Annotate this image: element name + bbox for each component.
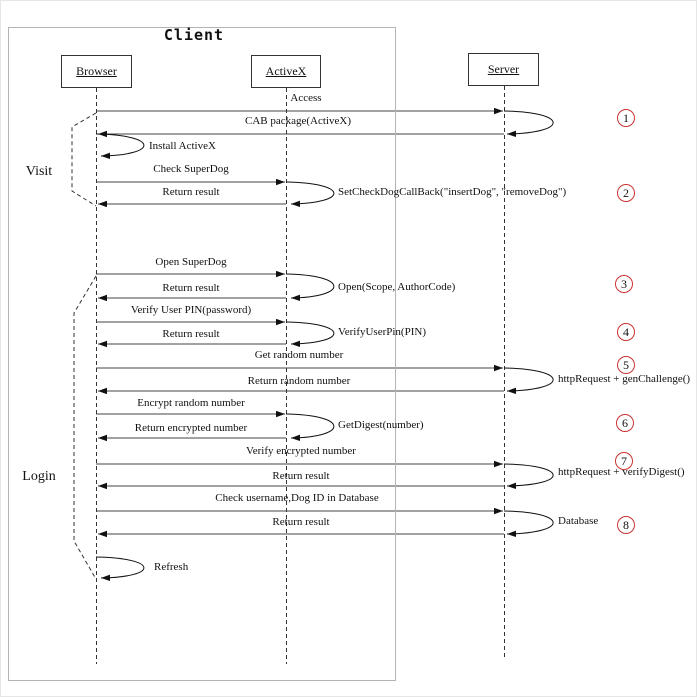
step-circle-5: 5 bbox=[617, 356, 635, 374]
msg-return-result-open: Return result bbox=[162, 282, 220, 294]
loop-database bbox=[503, 510, 554, 538]
msg-return-result-pin: Return result bbox=[162, 328, 220, 340]
msg-return-result-verify: Return result bbox=[272, 470, 330, 482]
msg-verify-encrypted-number: Verify encrypted number bbox=[246, 445, 356, 457]
bracket-login bbox=[73, 275, 97, 580]
self-call-loops bbox=[95, 110, 554, 582]
actor-browser: Browser bbox=[61, 55, 132, 88]
msg-gen-challenge: httpRequest + genChallenge() bbox=[558, 373, 691, 385]
loop-get-digest bbox=[285, 413, 335, 442]
msg-check-username-db: Check username,Dog ID in Database bbox=[215, 492, 379, 504]
loop-gen-challenge bbox=[503, 367, 554, 395]
step-circle-4: 4 bbox=[617, 323, 635, 341]
loop-open-scope bbox=[285, 273, 335, 302]
msg-open-scope: Open(Scope, AuthorCode) bbox=[338, 281, 456, 293]
msg-return-result-visit: Return result bbox=[162, 186, 220, 198]
msg-verify-user-pin-call: VerifyUserPin(PIN) bbox=[338, 326, 426, 338]
msg-get-random-number: Get random number bbox=[254, 349, 344, 361]
client-frame bbox=[8, 27, 396, 681]
msg-return-encrypted-number: Return encrypted number bbox=[134, 422, 248, 434]
phase-label-visit: Visit bbox=[25, 164, 53, 179]
msg-database: Database bbox=[558, 515, 599, 527]
step-circle-1: 1 bbox=[617, 109, 635, 127]
actor-activex: ActiveX bbox=[251, 55, 321, 88]
actor-activex-label: ActiveX bbox=[265, 64, 307, 78]
msg-access: Access bbox=[290, 92, 322, 104]
loop-set-check-dog-callback bbox=[285, 181, 335, 208]
msg-open-superdog: Open SuperDog bbox=[155, 256, 227, 268]
actor-server-label: Server bbox=[487, 62, 520, 76]
client-frame-title: Client bbox=[163, 26, 225, 44]
step-circle-6: 6 bbox=[616, 414, 634, 432]
msg-set-check-dog-callback: SetCheckDogCallBack("insertDog", "remove… bbox=[338, 186, 567, 198]
msg-return-result-db: Return result bbox=[272, 516, 330, 528]
msg-install-activex: Install ActiveX bbox=[149, 140, 216, 152]
step-circle-2: 2 bbox=[617, 184, 635, 202]
actor-browser-label: Browser bbox=[76, 64, 117, 78]
loop-verify-user-pin-call bbox=[285, 321, 335, 348]
step-circle-7: 7 bbox=[615, 452, 633, 470]
msg-check-superdog: Check SuperDog bbox=[153, 163, 229, 175]
message-arrows bbox=[96, 107, 504, 538]
msg-verify-user-pin: Verify User PIN(password) bbox=[130, 304, 252, 316]
step-circle-3: 3 bbox=[615, 275, 633, 293]
msg-refresh: Refresh bbox=[154, 561, 189, 573]
lifelines bbox=[96, 86, 505, 664]
phase-brackets bbox=[71, 112, 97, 580]
phase-label-login: Login bbox=[22, 469, 56, 484]
step-circle-8: 8 bbox=[617, 516, 635, 534]
msg-cab-package: CAB package(ActiveX) bbox=[245, 115, 351, 127]
msg-return-random-number: Return random number bbox=[247, 375, 351, 387]
msg-encrypt-random-number: Encrypt random number bbox=[137, 397, 245, 409]
msg-get-digest: GetDigest(number) bbox=[338, 419, 424, 431]
bracket-visit bbox=[71, 112, 97, 207]
actor-server: Server bbox=[468, 53, 539, 86]
msg-verify-digest: httpRequest + verifyDigest() bbox=[558, 466, 685, 478]
loop-cab-package bbox=[503, 110, 554, 138]
loop-verify-digest bbox=[503, 463, 554, 490]
loop-install-activex bbox=[95, 133, 145, 160]
loop-refresh bbox=[95, 556, 145, 582]
